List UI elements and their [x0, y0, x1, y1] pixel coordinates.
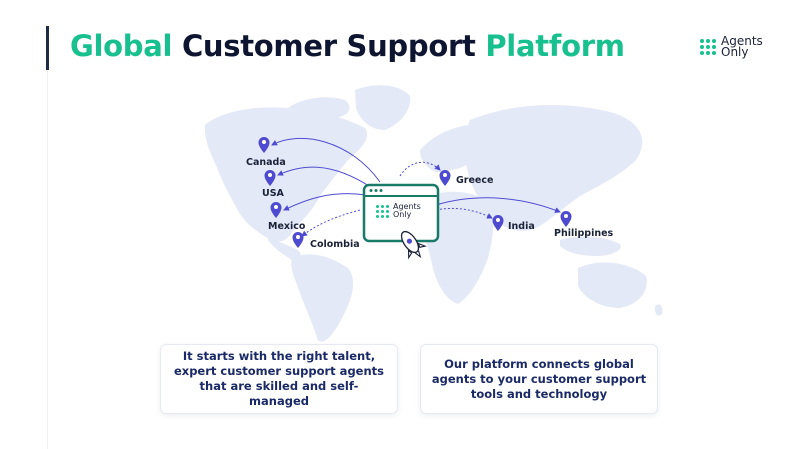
brand-logo: Agents Only [700, 34, 765, 59]
arrow-to-greece [399, 161, 441, 177]
pin-icon-india [492, 215, 504, 231]
rocket-icon [400, 230, 427, 260]
arrow-to-colombia [301, 209, 361, 237]
label-usa: USA [262, 188, 284, 199]
arrow-to-mexico [283, 193, 367, 211]
arrow-to-usa [277, 166, 373, 189]
label-canada: Canada [246, 157, 286, 168]
info-card-platform-text: Our platform connects global agents to y… [431, 356, 647, 401]
label-mexico: Mexico [268, 221, 306, 232]
logo-dots-icon [700, 39, 716, 55]
location-pins [258, 137, 572, 248]
arrow-to-canada [271, 138, 381, 183]
browser-window-hub [362, 183, 440, 243]
info-card-platform: Our platform connects global agents to y… [420, 344, 658, 414]
pin-icon-usa [264, 170, 276, 186]
arrow-to-india [435, 207, 493, 219]
hub-logo-text: Agents Only [393, 202, 421, 219]
pin-dot-india [496, 218, 500, 222]
hub-logo: Agents Only [376, 203, 427, 219]
pin-dot-canada [262, 140, 266, 144]
pin-dot-mexico [274, 205, 278, 209]
pin-dot-usa [268, 173, 272, 177]
title-word-customer-support: Customer Support [181, 29, 476, 63]
label-greece: Greece [456, 175, 494, 186]
pin-icon-canada [258, 137, 270, 153]
hub-logo-dots-icon [376, 204, 389, 218]
pin-dot-colombia [296, 235, 300, 239]
title-word-platform: Platform [485, 29, 625, 63]
info-card-talent-text: It starts with the right talent, expert … [173, 349, 384, 408]
label-colombia: Colombia [310, 239, 360, 250]
pin-icon-greece [439, 170, 451, 186]
pin-icon-colombia [292, 232, 304, 248]
info-card-talent: It starts with the right talent, expert … [160, 344, 398, 414]
title-word-global: Global [70, 29, 173, 63]
title-accent-bar [46, 26, 49, 70]
side-divider-line [47, 70, 48, 449]
label-philippines: Philippines [554, 228, 614, 239]
page-title: Global Customer Support Platform [70, 26, 625, 66]
pin-dot-philippines [564, 214, 568, 218]
pin-icon-philippines [560, 211, 572, 227]
label-india: India [508, 221, 535, 232]
logo-text: Agents Only [721, 34, 763, 59]
pin-dot-greece [443, 173, 447, 177]
arrow-to-philippines [435, 197, 561, 213]
connection-arrows [271, 138, 561, 237]
pin-icon-mexico [270, 202, 282, 218]
